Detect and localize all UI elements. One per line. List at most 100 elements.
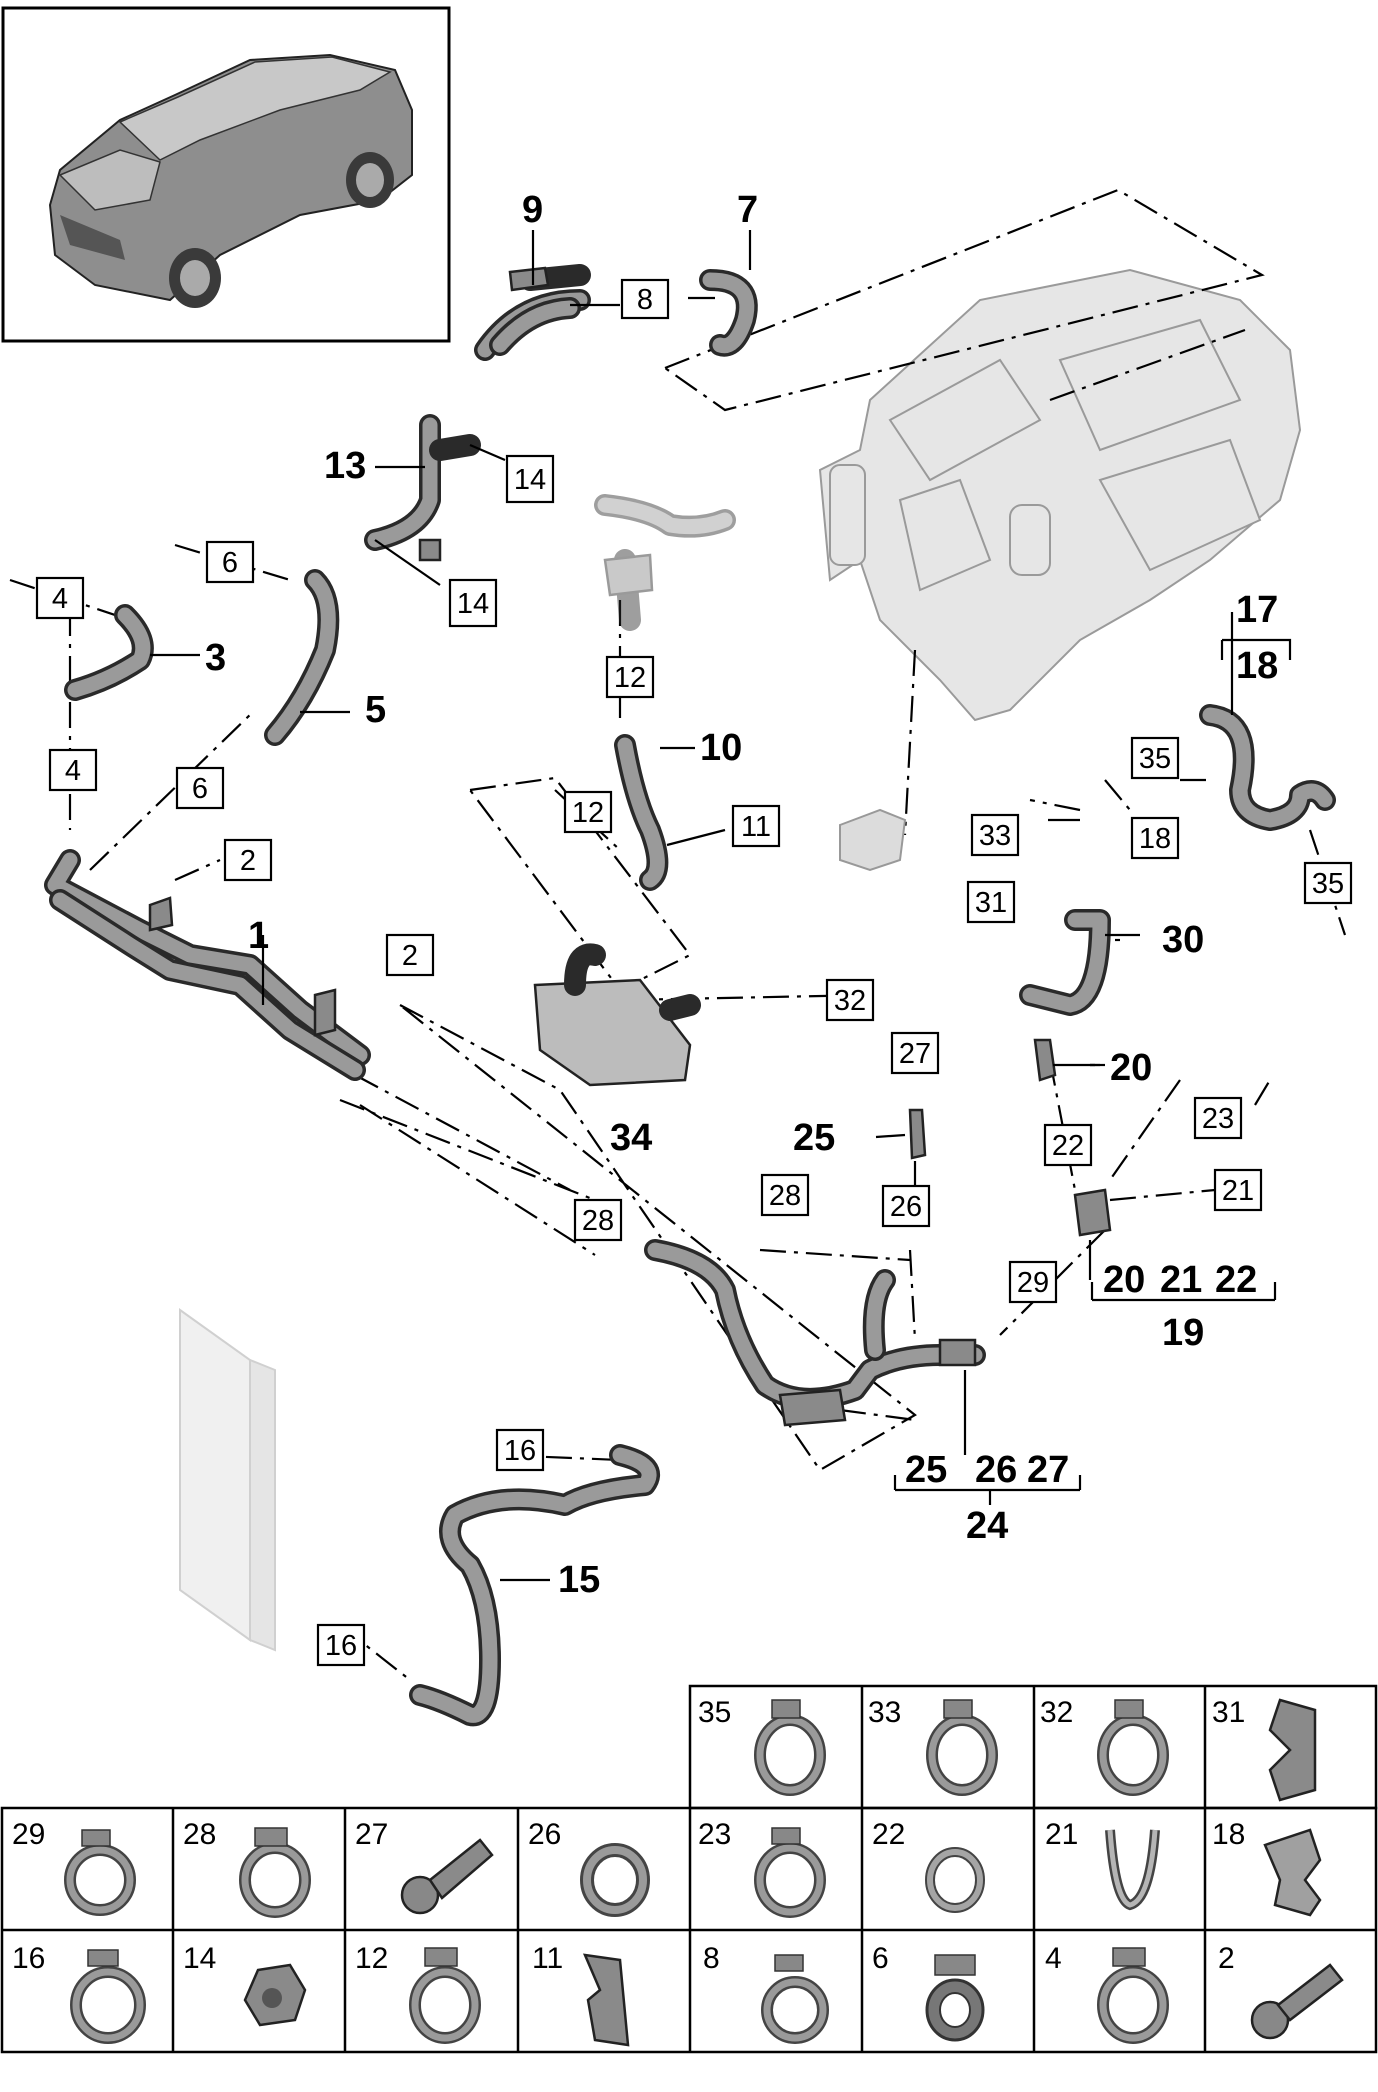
- ref-box-2-upper: 2: [223, 838, 273, 882]
- table-cell-32: 32: [1040, 1696, 1169, 1796]
- svg-text:4: 4: [65, 755, 81, 787]
- seal-ring-icon: [925, 1847, 985, 1913]
- svg-text:32: 32: [1040, 1696, 1073, 1729]
- clip-holder-icon: [1268, 1698, 1317, 1802]
- ref-box-29: 29: [1008, 1260, 1058, 1304]
- callout-34: 34: [610, 1117, 652, 1159]
- ref-box-12-upper: 12: [605, 655, 655, 699]
- svg-text:16: 16: [504, 1435, 536, 1467]
- hose-clamp-icon: [409, 1947, 481, 2044]
- callout-labels: 1 3 5 7 9 10 13 15 17 18 20 30 34 25 19 …: [205, 189, 1278, 1601]
- svg-text:2: 2: [402, 940, 418, 972]
- hose-24-assembly: [644, 1239, 986, 1427]
- oil-cooler-34: [533, 943, 701, 1087]
- coolant-pipe-1: [44, 849, 371, 1081]
- ref-box-28-upper: 28: [760, 1173, 810, 1217]
- ref-box-31: 31: [966, 880, 1016, 924]
- table-cell-35: 35: [698, 1696, 826, 1796]
- table-cell-22: 22: [872, 1818, 985, 1913]
- svg-text:6: 6: [222, 547, 238, 579]
- ref-box-16-upper: 16: [495, 1428, 545, 1472]
- group-19-item-22: 22: [1215, 1259, 1257, 1301]
- callout-10: 10: [700, 727, 742, 769]
- svg-text:14: 14: [183, 1942, 216, 1975]
- ref-box-21: 21: [1213, 1168, 1263, 1212]
- vehicle-thumbnail: [1, 6, 451, 343]
- table-cell-27: 27: [355, 1818, 494, 1915]
- svg-text:6: 6: [872, 1942, 889, 1975]
- svg-text:27: 27: [355, 1818, 388, 1851]
- svg-text:12: 12: [614, 662, 646, 694]
- callout-9: 9: [522, 189, 543, 231]
- hose-5: [264, 569, 340, 746]
- table-cell-8: 8: [703, 1942, 829, 2044]
- connector-19: [1073, 1188, 1112, 1237]
- ref-box-35-upper: 35: [1130, 736, 1180, 780]
- hose-clamp-icon: [761, 1954, 829, 2044]
- ref-box-11: 11: [731, 804, 781, 848]
- ref-box-23: 23: [1193, 1096, 1243, 1140]
- svg-text:33: 33: [868, 1696, 901, 1729]
- hose-clamp-icon: [70, 1949, 146, 2044]
- svg-text:33: 33: [979, 820, 1011, 852]
- svg-text:22: 22: [1052, 1130, 1084, 1162]
- hose-15: [409, 1444, 660, 1727]
- table-cell-33: 33: [868, 1696, 998, 1796]
- leader-lines: [150, 230, 1292, 1582]
- svg-text:18: 18: [1139, 823, 1171, 855]
- svg-text:23: 23: [698, 1818, 731, 1851]
- svg-text:22: 22: [872, 1818, 905, 1851]
- group-19-item-21: 21: [1160, 1259, 1202, 1301]
- ref-box-12-lower: 12: [563, 790, 613, 834]
- ref-box-6-lower: 6: [175, 766, 225, 810]
- group-24-item-26: 26: [975, 1449, 1017, 1491]
- hose-clamp-icon: [754, 1699, 826, 1796]
- svg-text:2: 2: [240, 845, 256, 877]
- pipe-9: [474, 264, 591, 361]
- table-cell-4: 4: [1045, 1942, 1169, 2044]
- sensor-25: [908, 1108, 927, 1160]
- group-24-item-27: 27: [1027, 1449, 1069, 1491]
- callout-20: 20: [1110, 1047, 1152, 1089]
- callout-13: 13: [324, 445, 366, 487]
- svg-text:28: 28: [769, 1180, 801, 1212]
- hose-clamp-icon: [754, 1827, 826, 1918]
- ref-box-26: 26: [881, 1184, 931, 1228]
- svg-text:31: 31: [1212, 1696, 1245, 1729]
- boxed-references: 8 14 14 6 6 4 4 12 12 11 2 2 33 31 35 35…: [35, 278, 1353, 1667]
- callout-17: 17: [1236, 589, 1278, 631]
- svg-text:23: 23: [1202, 1103, 1234, 1135]
- table-cell-23: 23: [698, 1818, 826, 1918]
- svg-text:35: 35: [1139, 743, 1171, 775]
- svg-text:21: 21: [1045, 1818, 1078, 1851]
- svg-text:8: 8: [637, 284, 653, 316]
- svg-text:14: 14: [514, 464, 546, 496]
- table-cell-6: 6: [872, 1942, 985, 2042]
- svg-text:28: 28: [183, 1818, 216, 1851]
- hex-nut-icon: [243, 1963, 307, 2027]
- hose-clamp-icon: [1097, 1699, 1169, 1796]
- hose-clamp-icon: [239, 1827, 311, 1918]
- table-cell-31: 31: [1212, 1696, 1317, 1802]
- callout-1: 1: [248, 915, 269, 957]
- svg-text:32: 32: [834, 985, 866, 1017]
- svg-text:26: 26: [890, 1191, 922, 1223]
- sensor-20: [1033, 1038, 1057, 1082]
- ref-box-28-lower: 28: [573, 1198, 623, 1242]
- svg-text:21: 21: [1222, 1175, 1254, 1207]
- ref-box-35-lower: 35: [1303, 861, 1353, 905]
- svg-text:18: 18: [1212, 1818, 1245, 1851]
- table-cell-28: 28: [183, 1818, 311, 1918]
- clip-holder-icon: [1263, 1828, 1322, 1917]
- hose-clamp-icon: [925, 1954, 985, 2042]
- svg-text:31: 31: [975, 887, 1007, 919]
- svg-text:12: 12: [355, 1942, 388, 1975]
- table-cell-21: 21: [1045, 1818, 1160, 1911]
- clip-holder-icon: [582, 1953, 630, 2047]
- svg-text:28: 28: [582, 1205, 614, 1237]
- pipe-13: [364, 414, 481, 562]
- svg-text:35: 35: [698, 1696, 731, 1729]
- table-cell-2: 2: [1218, 1942, 1344, 2040]
- table-cell-29: 29: [12, 1818, 136, 1916]
